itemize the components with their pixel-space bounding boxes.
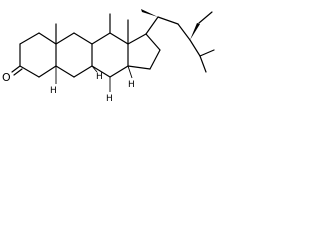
molecule-structure: O H — [2, 9, 215, 104]
stereo-h14 — [127, 65, 133, 79]
wedge-methyl — [141, 9, 158, 17]
ring-b — [55, 32, 93, 78]
ring-d — [127, 19, 161, 70]
carbonyl-group — [11, 65, 23, 76]
stereo-h9 — [91, 65, 98, 73]
oxygen-atom-label: O — [2, 71, 11, 84]
h9-label: H — [96, 72, 103, 82]
ring-c — [91, 13, 129, 78]
h5-label: H — [50, 86, 57, 96]
ring-a — [19, 32, 57, 78]
h14-label: H — [128, 80, 135, 90]
side-chain — [141, 9, 215, 73]
wedge-ethyl — [190, 23, 200, 40]
h8-label: H — [106, 94, 113, 104]
